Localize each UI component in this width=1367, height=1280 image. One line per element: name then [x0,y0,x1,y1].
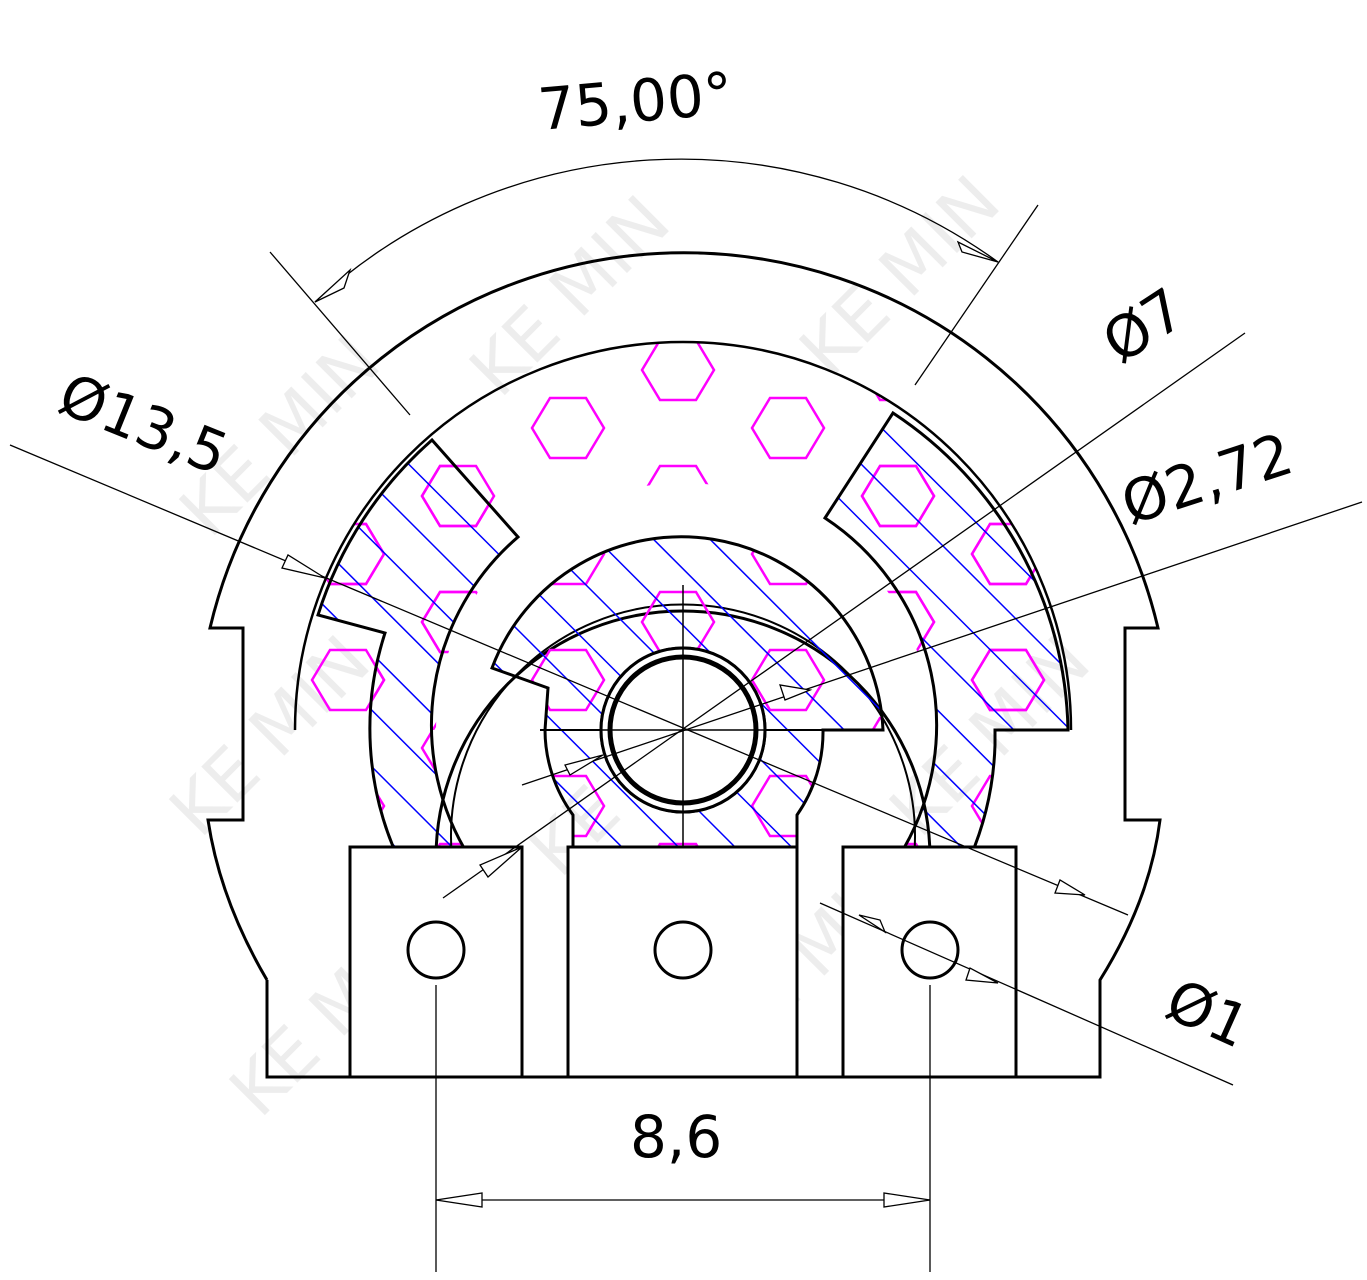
housing-outline [206,251,1162,1079]
right-contact-segment [822,410,1070,860]
pin-spacing-label: 8,6 [630,1103,722,1171]
ring-outer-arc [293,340,1073,731]
pin-hole-center [653,920,713,980]
angle-dimension-label: 75,00° [535,59,735,144]
svg-text:KE MIN: KE MIN [784,160,1016,392]
terminals [348,845,1018,1079]
ring-diameter-label: Ø7 [1091,275,1197,377]
shaft-diameter-label: Ø2,72 [1113,420,1300,539]
dimension-lines [9,158,1363,1272]
pin-hole-right [900,920,960,980]
pin-diameter-label: Ø1 [1156,966,1259,1062]
outer-diameter-label: Ø13,5 [50,360,238,489]
pin-hole-left [406,920,466,980]
